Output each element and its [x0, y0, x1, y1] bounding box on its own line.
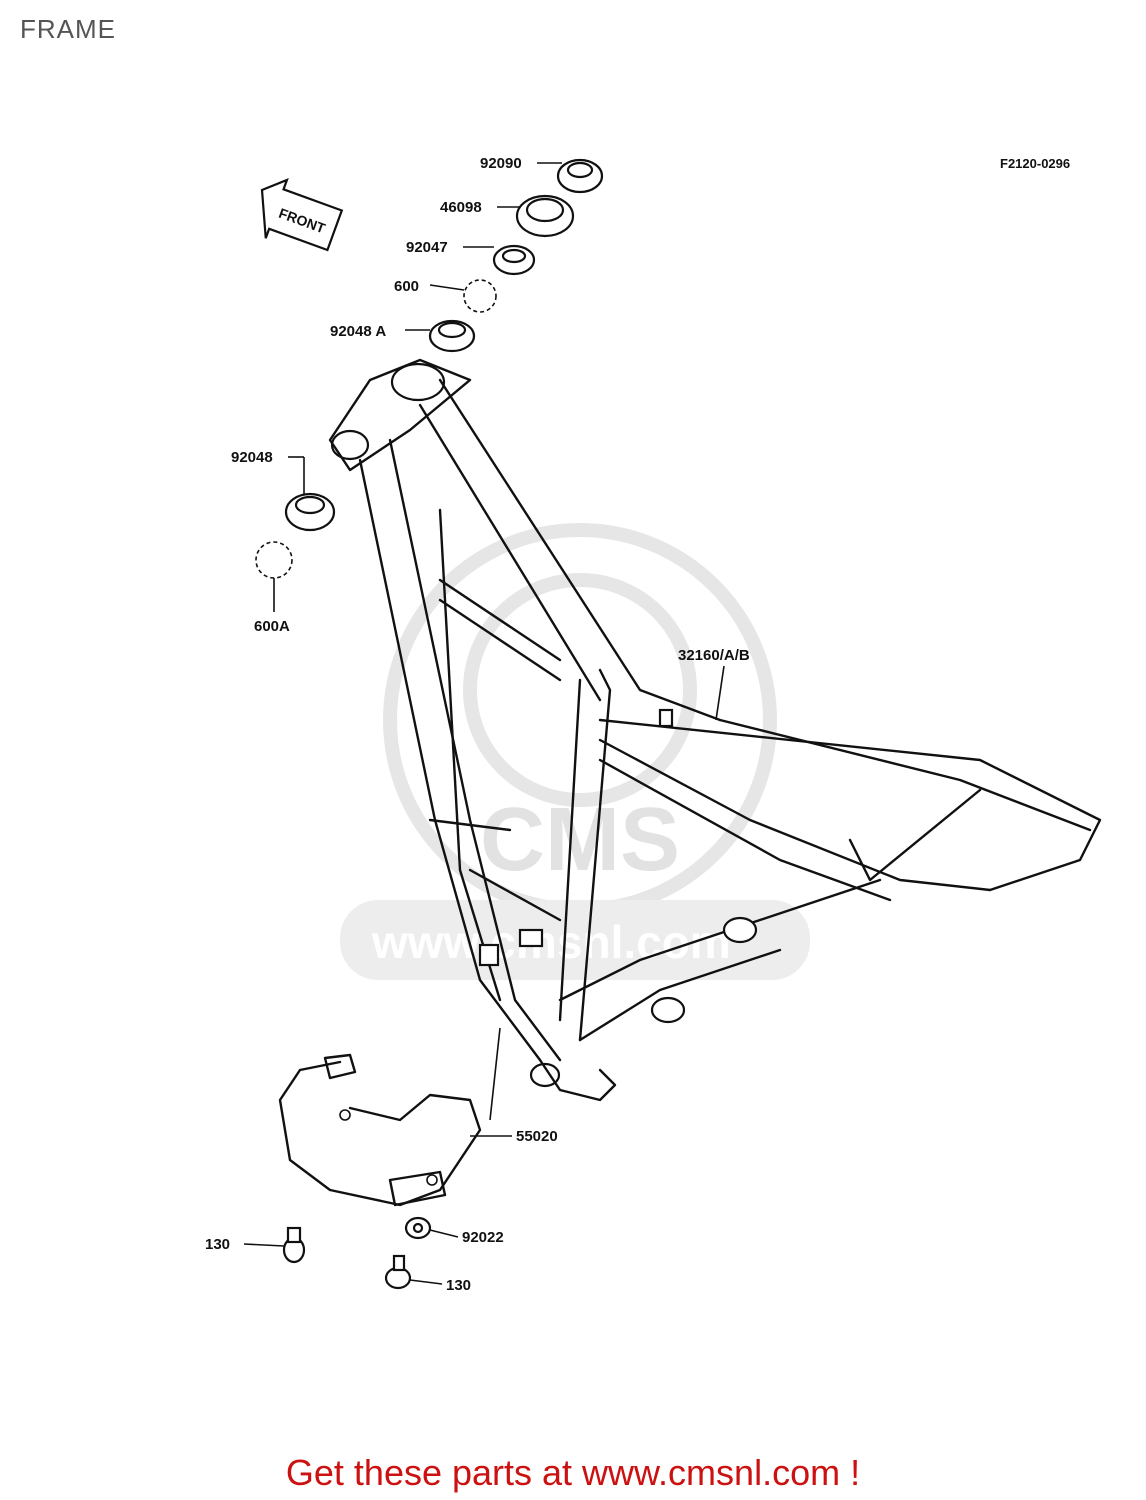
footer-link-text[interactable]: Get these parts at www.cmsnl.com !	[285, 1452, 861, 1493]
drawing-code: F2120-0296	[1000, 156, 1070, 171]
callout-600a: 600A	[254, 618, 290, 635]
front-arrow: FRONT	[260, 177, 344, 252]
part-92047-race[interactable]	[492, 244, 536, 276]
part-92048-race[interactable]	[284, 492, 336, 532]
part-46098-cap[interactable]	[515, 194, 575, 238]
watermark-logo-text: CMS	[480, 790, 680, 890]
callout-92022: 92022	[462, 1229, 504, 1246]
part-55020-guard[interactable]	[278, 1053, 482, 1207]
part-600-balls[interactable]	[463, 279, 497, 313]
callout-55020: 55020	[516, 1128, 558, 1145]
part-92048a-race[interactable]	[428, 319, 476, 353]
frame-32160[interactable]	[328, 358, 1102, 1102]
page-title: FRAME	[20, 14, 116, 44]
callout-92090: 92090	[480, 155, 522, 172]
callout-92048a: 92048 A	[330, 323, 386, 340]
part-92090-locknut[interactable]	[556, 158, 604, 194]
part-600a-balls[interactable]	[255, 541, 293, 579]
callout-92047: 92047	[406, 239, 448, 256]
watermark-url-text: www.cmsnl.com	[371, 916, 731, 968]
part-130a-bolt[interactable]	[282, 1226, 306, 1264]
watermark: CMS www.cmsnl.com	[340, 523, 810, 980]
leader-lines	[243, 162, 725, 1285]
part-130b-bolt[interactable]	[384, 1254, 412, 1290]
part-92022-nut[interactable]	[404, 1216, 432, 1240]
callout-92048: 92048	[231, 449, 273, 466]
callout-130a: 130	[205, 1236, 230, 1253]
callout-600: 600	[394, 278, 419, 295]
callout-130b: 130	[446, 1277, 471, 1294]
callout-46098: 46098	[440, 199, 482, 216]
callout-32160: 32160/A/B	[678, 647, 750, 664]
